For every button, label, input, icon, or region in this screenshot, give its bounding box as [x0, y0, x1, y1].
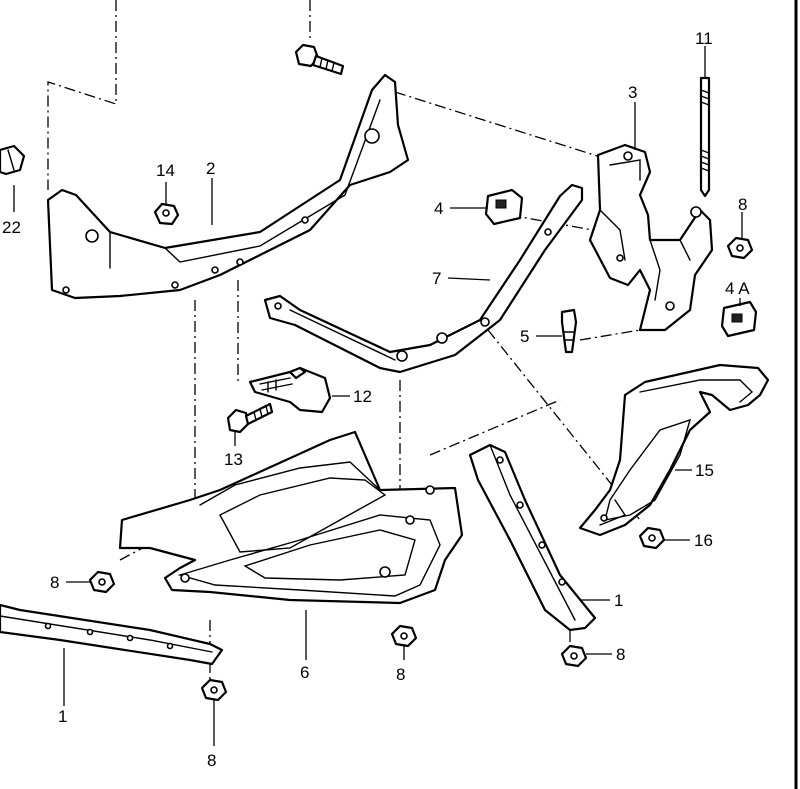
callout-labels: 22 14 2 3 11 4 8 7 4 A 5 12 13 15 16 8 1…: [2, 29, 750, 770]
cross-member-2: [46, 73, 410, 300]
callout-13: 13: [224, 450, 243, 469]
clip-4a: [720, 300, 758, 338]
callout-22: 22: [2, 218, 21, 237]
bracket-3: [588, 143, 714, 332]
nut-14: [153, 202, 180, 226]
callout-2: 2: [206, 159, 215, 178]
callout-4: 4: [434, 199, 443, 218]
clip-4: [484, 188, 524, 226]
callout-15: 15: [695, 461, 714, 480]
callout-11: 11: [695, 29, 713, 48]
bolt-top: [294, 43, 345, 76]
callout-8-left: 8: [50, 573, 59, 592]
stud-11: [699, 76, 711, 198]
callout-16: 16: [694, 531, 713, 550]
bolt-5: [560, 308, 578, 354]
nut-16: [638, 526, 666, 550]
callout-1-left: 1: [58, 707, 67, 726]
bolt-13: [226, 402, 274, 434]
callout-8-bottom: 8: [207, 751, 216, 770]
nut-8-top: [726, 236, 754, 260]
nut-8-right: [560, 644, 588, 668]
callout-5: 5: [520, 327, 529, 346]
nut-8-bottom: [200, 678, 228, 702]
rail-1-left: [0, 603, 224, 666]
callout-8-right: 8: [616, 645, 625, 664]
bracket-12: [248, 366, 332, 414]
callout-3: 3: [628, 83, 637, 102]
callout-14: 14: [156, 161, 175, 180]
panel-6: [118, 430, 464, 605]
callout-7: 7: [432, 269, 441, 288]
rail-1-right: [468, 443, 597, 632]
callout-4a: 4 A: [725, 279, 750, 298]
callout-6: 6: [300, 663, 309, 682]
callout-8-center: 8: [396, 665, 405, 684]
panel-15: [578, 363, 770, 537]
callout-1-right: 1: [614, 591, 623, 610]
callout-8-top: 8: [738, 195, 747, 214]
leader-lines: [13, 46, 743, 746]
callout-12: 12: [353, 387, 372, 406]
stud-22: [0, 144, 26, 176]
nut-8-center: [390, 624, 418, 648]
nut-8-left: [88, 570, 116, 594]
bar-7: [263, 183, 584, 374]
